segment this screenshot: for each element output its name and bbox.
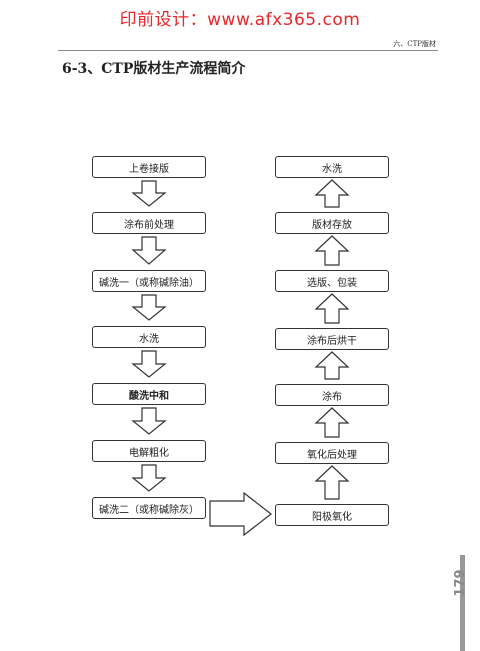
up-arrow-icon (314, 351, 350, 380)
right-arrow-icon (209, 491, 272, 537)
down-arrow-icon (131, 294, 167, 321)
flow-step-6: 电解粗化 (92, 440, 206, 462)
page-edge-bar (460, 555, 465, 651)
flow-step-4: 水洗 (92, 326, 206, 348)
down-arrow-icon (131, 180, 167, 207)
flow-step-10: 涂布 (275, 384, 389, 406)
section-title: 6-3、CTP版材生产流程简介 (62, 61, 246, 77)
flow-step-8: 阳极氧化 (275, 504, 389, 526)
flow-step-14: 水洗 (275, 156, 389, 178)
up-arrow-icon (314, 179, 350, 208)
flow-step-9: 氧化后处理 (275, 442, 389, 464)
flow-step-11: 涂布后烘干 (275, 328, 389, 350)
flow-step-12: 选版、包装 (275, 270, 389, 292)
up-arrow-icon (314, 407, 350, 438)
running-header: 六、CTP版材 (393, 40, 436, 48)
down-arrow-icon (131, 236, 167, 265)
flow-step-13: 版材存放 (275, 212, 389, 234)
flow-step-7: 碱洗二（或称碱除灰） (92, 497, 206, 519)
flow-step-1: 上卷接版 (92, 156, 206, 178)
down-arrow-icon (131, 407, 167, 435)
flow-step-2: 涂布前处理 (92, 212, 206, 234)
flow-step-3: 碱洗一（或称碱除油） (92, 270, 206, 292)
header-rule (58, 50, 438, 51)
page-number: 179 (453, 569, 468, 597)
up-arrow-icon (314, 235, 350, 266)
down-arrow-icon (131, 464, 167, 492)
up-arrow-icon (314, 293, 350, 324)
watermark-text: 印前设计：www.afx365.com (119, 10, 361, 30)
flow-step-5: 酸洗中和 (92, 383, 206, 405)
up-arrow-icon (314, 465, 350, 500)
down-arrow-icon (131, 350, 167, 378)
